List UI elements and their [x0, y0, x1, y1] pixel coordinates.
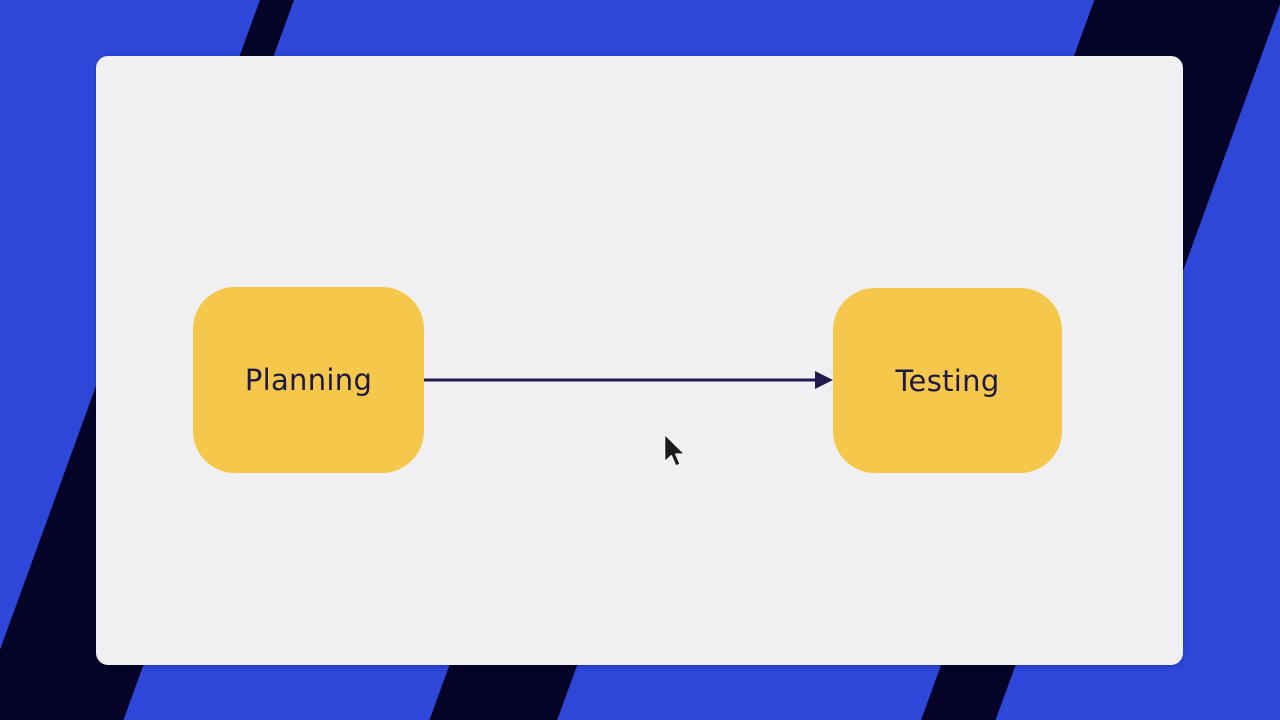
node-testing[interactable]: Testing [833, 288, 1062, 473]
slide-canvas[interactable]: Planning Testing [96, 56, 1183, 665]
node-planning-label: Planning [244, 363, 373, 397]
node-planning[interactable]: Planning [193, 287, 424, 473]
connector-arrowhead-icon [815, 371, 833, 389]
node-testing-label: Testing [895, 363, 1000, 398]
